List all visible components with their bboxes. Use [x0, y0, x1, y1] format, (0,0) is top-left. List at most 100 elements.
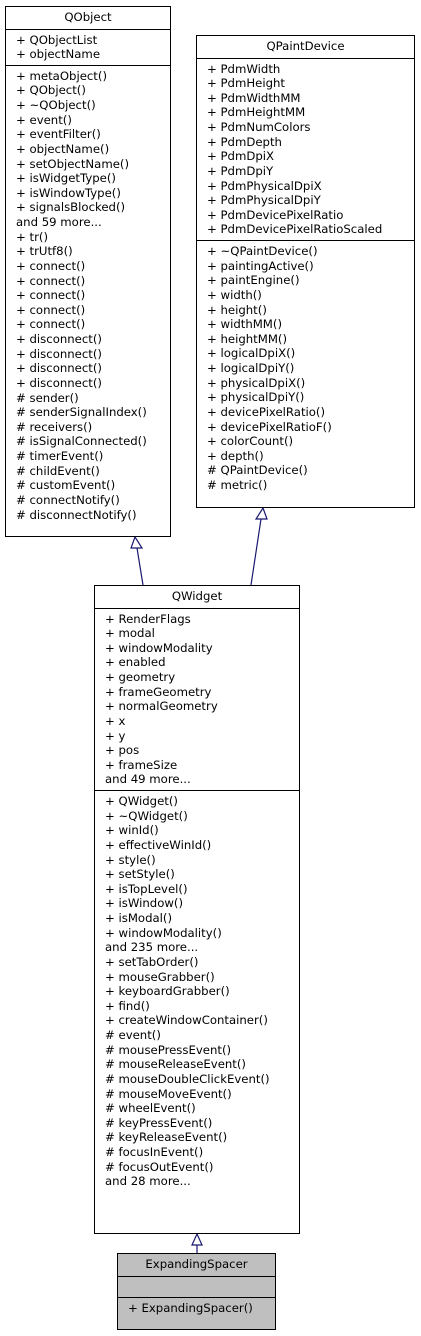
member-row: + x [105, 713, 126, 728]
member-row: + mouseGrabber() [105, 969, 215, 984]
member-row: + keyboardGrabber() [105, 984, 230, 999]
member-row: # keyPressEvent() [105, 1115, 213, 1130]
member-row: + PdmNumColors [207, 120, 311, 135]
inheritance-arrowhead [130, 535, 144, 549]
member-row: # focusOutEvent() [105, 1159, 214, 1174]
member-row: + connect() [16, 273, 86, 288]
member-row: + logicalDpiX() [207, 346, 296, 361]
member-row: + QObjectList [16, 32, 98, 47]
member-row: + isTopLevel() [105, 881, 188, 896]
member-row: + PdmWidth [207, 61, 281, 76]
member-row: + effectiveWinId() [105, 837, 212, 852]
attributes-section: + QObjectList+ objectName [6, 30, 170, 66]
member-row: + PdmDevicePixelRatio [207, 207, 344, 222]
member-row: + height() [207, 302, 267, 317]
member-row: # mousePressEvent() [105, 1042, 232, 1057]
member-row: # senderSignalIndex() [16, 405, 147, 420]
methods-section: + ~QPaintDevice()+ paintingActive()+ pai… [197, 241, 414, 496]
member-row: + tr() [16, 229, 49, 244]
member-row: + ~QPaintDevice() [207, 244, 318, 259]
member-row: + PdmPhysicalDpiY [207, 193, 321, 208]
member-row: + windowModality() [105, 925, 222, 940]
member-row: # receivers() [16, 419, 93, 434]
member-row: # metric() [207, 478, 268, 493]
member-row: + enabled [105, 655, 166, 670]
member-row: # mouseDoubleClickEvent() [105, 1071, 270, 1086]
member-row: and 235 more... [105, 940, 199, 955]
class-name: QWidget [95, 586, 299, 609]
member-row: + physicalDpiX() [207, 375, 306, 390]
member-row: + isWidgetType() [16, 171, 116, 186]
member-row: + ~QObject() [16, 98, 96, 113]
member-row: + PdmHeightMM [207, 105, 306, 120]
member-row: + geometry [105, 670, 176, 685]
member-row: # childEvent() [16, 463, 100, 478]
member-row: + ExpandingSpacer() [128, 1300, 253, 1315]
member-row: + PdmDevicePixelRatioScaled [207, 222, 383, 237]
member-row: + heightMM() [207, 331, 288, 346]
member-row: + setStyle() [105, 867, 175, 882]
class-node-qobject[interactable]: QObject + QObjectList+ objectName + meta… [5, 6, 171, 537]
member-row: + ~QWidget() [105, 808, 188, 823]
class-name: QObject [6, 7, 170, 30]
member-row: + normalGeometry [105, 699, 218, 714]
member-row: # keyReleaseEvent() [105, 1130, 228, 1145]
member-row: + connect() [16, 288, 86, 303]
member-row: + isModal() [105, 911, 173, 926]
member-row: + physicalDpiY() [207, 390, 305, 405]
member-row: # focusInEvent() [105, 1145, 204, 1160]
member-row: + windowModality [105, 640, 213, 655]
member-row: + PdmDpiX [207, 149, 275, 164]
attributes-section: + RenderFlags+ modal+ windowModality+ en… [95, 609, 299, 792]
member-row: + isWindowType() [16, 185, 121, 200]
member-row: + winId() [105, 823, 159, 838]
member-row: + createWindowContainer() [105, 1013, 268, 1028]
member-row: + QObject() [16, 83, 86, 98]
member-row: + frameGeometry [105, 684, 212, 699]
class-name: QPaintDevice [197, 36, 414, 59]
member-row: + widthMM() [207, 317, 283, 332]
member-row: + signalsBlocked() [16, 200, 126, 215]
member-row: + PdmPhysicalDpiX [207, 178, 322, 193]
member-row: + objectName() [16, 141, 110, 156]
class-node-expandingspacer[interactable]: ExpandingSpacer + ExpandingSpacer() [117, 1253, 276, 1330]
class-node-qwidget[interactable]: QWidget + RenderFlags+ modal+ windowModa… [94, 585, 300, 1234]
member-row: + devicePixelRatio() [207, 404, 326, 419]
member-row: + frameSize [105, 757, 178, 772]
member-row: + connect() [16, 317, 86, 332]
member-row: + setTabOrder() [105, 954, 199, 969]
member-row: + connect() [16, 258, 86, 273]
member-row: + disconnect() [16, 346, 102, 361]
member-row: + paintingActive() [207, 258, 314, 273]
member-row: # sender() [16, 390, 79, 405]
member-row: + pos [105, 743, 140, 758]
methods-section: + QWidget()+ ~QWidget()+ winId()+ effect… [95, 791, 299, 1192]
member-row: + eventFilter() [16, 127, 101, 142]
member-row: # wheelEvent() [105, 1101, 196, 1116]
member-row: and 28 more... [105, 1174, 191, 1189]
member-row: + depth() [207, 448, 264, 463]
member-row: # mouseMoveEvent() [105, 1086, 232, 1101]
methods-section: + ExpandingSpacer() [118, 1298, 275, 1319]
member-row: + modal [105, 626, 155, 641]
member-row: + find() [105, 998, 150, 1013]
member-row: + isWindow() [105, 896, 184, 911]
member-row: + setObjectName() [16, 156, 130, 171]
member-row: # timerEvent() [16, 449, 104, 464]
member-row: # disconnectNotify() [16, 507, 137, 522]
class-node-qpaintdevice[interactable]: QPaintDevice + PdmWidth+ PdmHeight+ PdmW… [196, 35, 415, 508]
member-row: + PdmWidthMM [207, 90, 301, 105]
member-row: + objectName [16, 47, 101, 62]
class-name: ExpandingSpacer [118, 1254, 275, 1277]
member-row: + paintEngine() [207, 273, 300, 288]
inheritance-arrowhead [254, 506, 268, 520]
edge-qwidget-qpaintdevice [250, 506, 268, 586]
member-row: # event() [105, 1028, 161, 1043]
member-row: + devicePixelRatioF() [207, 419, 332, 434]
member-row: + logicalDpiY() [207, 361, 295, 376]
member-row: + QWidget() [105, 794, 178, 809]
member-row: + connect() [16, 302, 86, 317]
inheritance-arrowhead [191, 1232, 203, 1246]
member-row: + style() [105, 852, 156, 867]
